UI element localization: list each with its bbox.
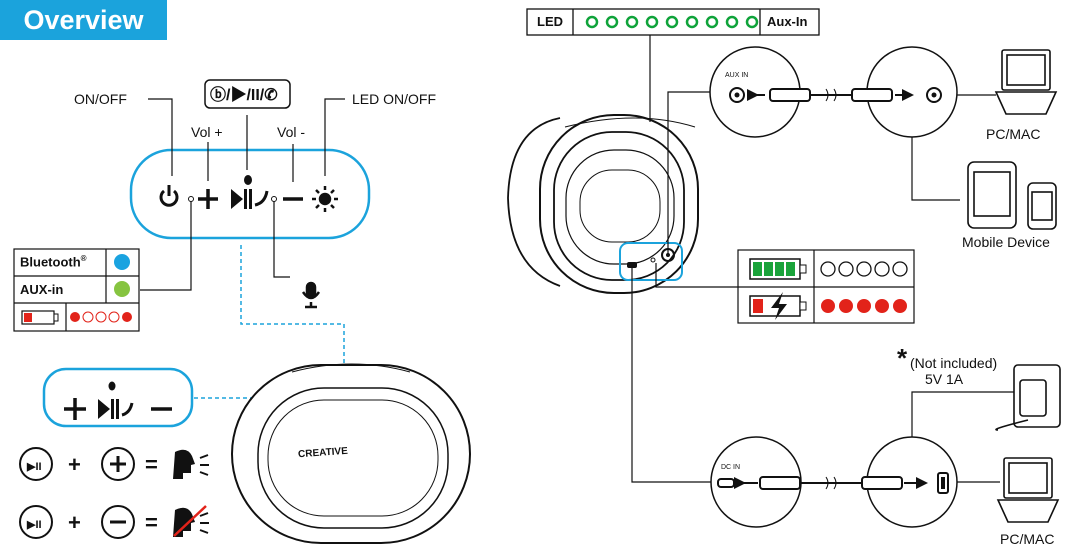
svg-text:ⓑ/▶/II/✆: ⓑ/▶/II/✆ <box>210 85 278 104</box>
bluetooth-led-dot <box>114 254 130 270</box>
speaker-small <box>231 363 471 544</box>
speaker-large <box>507 114 699 294</box>
bluetooth-label: Bluetooth® <box>20 254 87 270</box>
power-icon <box>159 185 179 207</box>
vol-down-label: Vol - <box>277 124 306 140</box>
led-on-off-label: LED ON/OFF <box>352 91 437 107</box>
tablet-icon <box>967 161 1017 229</box>
dc-in-jack-label: DC IN <box>721 464 741 471</box>
led-strip-led-label: LED <box>537 14 563 29</box>
microphone-icon <box>301 281 321 309</box>
lower-control-panel <box>42 367 194 428</box>
laptop-icon-top <box>994 49 1058 115</box>
vol-up-icon <box>198 189 218 209</box>
charger-spec-label: 5V 1A <box>925 371 964 387</box>
not-included-label: (Not included) <box>910 355 998 371</box>
aux-in-label: AUX-in <box>20 282 64 297</box>
led-strip-aux-label: Aux-In <box>767 14 808 29</box>
overview-title: Overview <box>0 0 167 40</box>
battery-full-icon <box>749 258 807 280</box>
battery-dots-small <box>70 311 132 323</box>
svg-text:▶II: ▶II <box>26 461 42 473</box>
battery-low-dots <box>821 299 907 313</box>
led-icon <box>312 186 338 212</box>
mic-on-combo <box>19 447 135 481</box>
laptop-icon-bottom <box>996 457 1060 523</box>
speaker-brand-small: CREATIVE <box>298 446 349 460</box>
port-panel <box>619 242 683 281</box>
svg-text:▶II: ▶II <box>26 519 42 531</box>
wall-charger-icon <box>995 364 1061 431</box>
function-key-box <box>204 79 291 109</box>
pc-mac-bottom-label: PC/MAC <box>1000 531 1055 547</box>
aux-in-jack-label: AUX IN <box>725 72 749 79</box>
mobile-device-label: Mobile Device <box>962 234 1050 250</box>
battery-charging-icon <box>749 292 807 320</box>
svg-text:+: + <box>68 452 81 477</box>
pc-mac-top-label: PC/MAC <box>986 126 1041 142</box>
low-battery-icon <box>21 310 59 325</box>
svg-text:+: + <box>68 510 81 535</box>
battery-full-dots <box>820 261 908 277</box>
play-pause-call-icon <box>231 175 269 209</box>
led-strip-dots <box>585 15 759 29</box>
on-off-label: ON/OFF <box>74 91 127 107</box>
aux-led-dot <box>114 281 130 297</box>
asterisk-mark: * <box>897 343 908 373</box>
muted-head-icon <box>173 505 209 537</box>
vol-up-label: Vol + <box>191 124 223 140</box>
mic-off-combo <box>19 505 135 539</box>
speaking-head-icon <box>173 449 209 479</box>
svg-text:=: = <box>145 510 158 535</box>
phone-icon <box>1027 182 1057 230</box>
svg-text:=: = <box>145 452 158 477</box>
